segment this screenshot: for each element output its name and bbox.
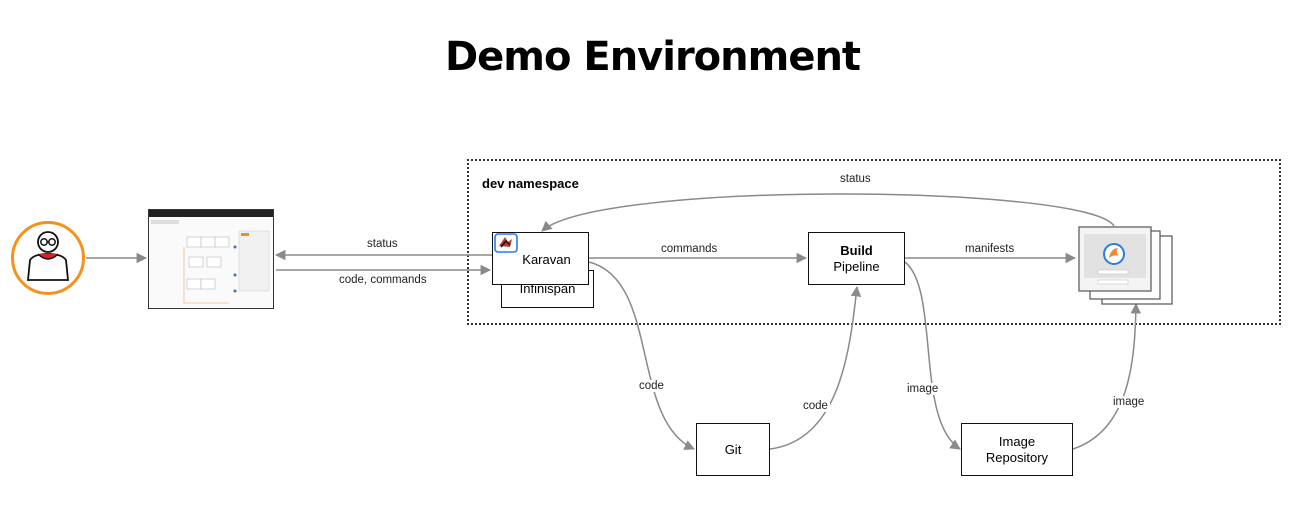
edge-karavan-to-git [588, 261, 695, 450]
dev-namespace-boundary [467, 159, 1281, 325]
edge-label-status-top: status [838, 173, 873, 185]
edge-label-code-to-git: code [637, 380, 666, 392]
edge-label-image-to-deploy: image [1111, 396, 1147, 408]
edge-label-manifests: manifests [963, 243, 1017, 255]
pipeline-label: Pipeline [833, 258, 880, 274]
user-avatar-icon [11, 221, 85, 295]
edge-label-code-commands: code, commands [337, 274, 429, 286]
edge-label-status: status [365, 238, 400, 250]
dev-namespace-label: dev namespace [482, 176, 579, 191]
edge-label-commands: commands [659, 243, 720, 255]
edge-label-code-to-build: code [801, 400, 830, 412]
edge-label-image-to-repo: image [905, 383, 941, 395]
image-repository-node: Image Repository [961, 423, 1073, 476]
image-repository-label-line1: Image [998, 433, 1036, 449]
build-pipeline-node: Build Pipeline [808, 232, 905, 285]
image-repository-label-line2: Repository [985, 449, 1049, 465]
karavan-ui-screenshot [148, 209, 274, 309]
build-label: Build [840, 242, 873, 258]
deployment-stack [1078, 226, 1174, 308]
edge-git-to-build [769, 285, 862, 450]
karavan-logo-icon [494, 233, 518, 253]
edge-build-to-repo [904, 261, 961, 450]
page-title: Demo Environment [444, 34, 861, 80]
git-node: Git [696, 423, 770, 476]
git-label: Git [724, 441, 742, 457]
edge-deploy-to-karavan-status [541, 193, 1115, 232]
karavan-label: Karavan [522, 251, 571, 267]
edge-repo-to-deploy [1072, 302, 1142, 450]
